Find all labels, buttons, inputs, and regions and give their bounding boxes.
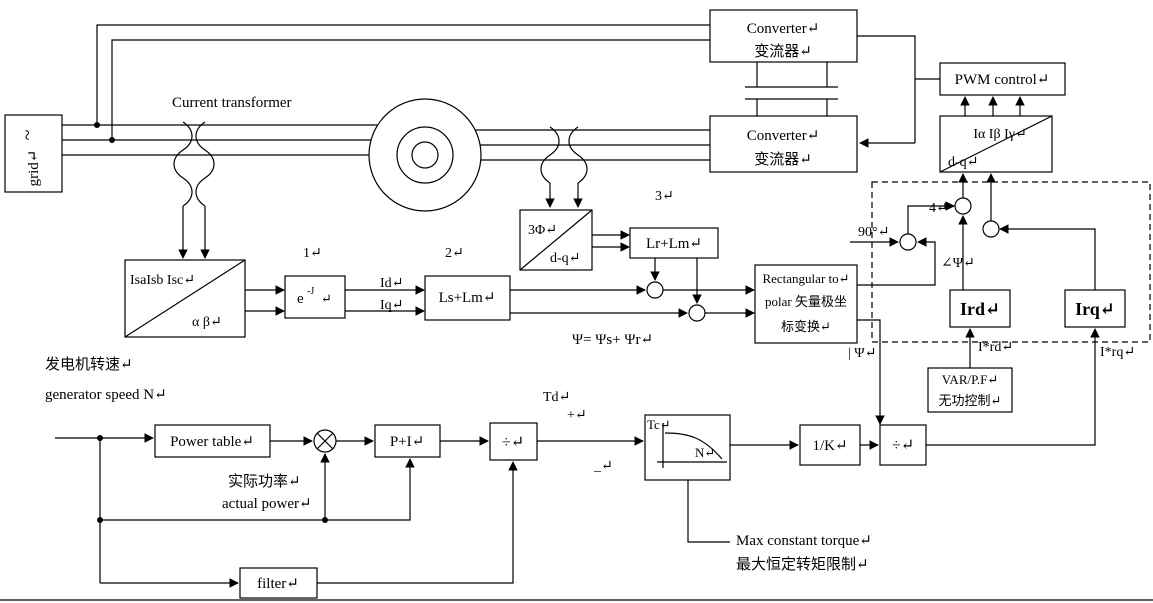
converter-top-label-en: Converter↵: [747, 21, 820, 37]
irq-label: Irq↵: [1075, 299, 1115, 319]
isa-abc-top-label: IsaIsb Isc↵: [130, 273, 195, 288]
max-torque-label-en: Max constant torque↵: [736, 533, 872, 549]
psi-equation-label: Ψ= Ψs+ Ψr↵: [572, 332, 653, 348]
plain-wires: [0, 24, 1153, 601]
lr-lm-block: [629, 227, 719, 259]
minus-sign-label: _↵: [593, 459, 613, 474]
irq-block: [1064, 289, 1126, 328]
max-torque-label-cn: 最大恒定转矩限制↵: [736, 556, 869, 573]
three-phase-bottom-label: d-q↵: [550, 251, 580, 266]
grid-tilde-symbol: ~: [17, 129, 39, 140]
inv-k-label: 1/K↵: [812, 438, 847, 454]
ls-lm-label: Ls+Lm↵: [439, 290, 496, 306]
filter-label: filter↵: [257, 576, 299, 592]
tc-axis-label: Tc↵: [647, 417, 671, 432]
ird-block: [949, 289, 1011, 328]
abs-psi-label: | Ψ↵: [848, 346, 876, 361]
inv-k-block: [799, 424, 861, 466]
rect-polar-line3: 标变换↵: [781, 319, 831, 334]
generator-symbol: [368, 98, 482, 212]
iq-signal-label: Iq↵: [380, 298, 403, 313]
marker-4: 4↵: [929, 201, 948, 216]
td-signal-label: Td↵: [543, 390, 570, 405]
angle-psi-label: ∠Ψ↵: [941, 256, 975, 271]
ird-label: Ird↵: [960, 299, 1000, 319]
e-minus-j-exponent: -J: [307, 286, 314, 297]
marker-2: 2↵: [445, 246, 464, 261]
marker-1: 1↵: [303, 246, 322, 261]
plus-sign-label: +↵: [567, 408, 587, 423]
divide2-block: [879, 424, 927, 466]
iabc-dq-bottom-label: d-q↵: [948, 155, 978, 170]
current-regulator-dashed-region: [871, 181, 1151, 343]
isa-abc-bottom-label: α β↵: [192, 315, 222, 330]
var-pf-label-en: VAR/P.F↵: [942, 372, 999, 387]
actual-power-label-en: actual power↵: [222, 496, 312, 512]
irq-reference-label: I*rq↵: [1100, 345, 1135, 360]
converter-top-block: [709, 9, 858, 63]
e-minus-j-cr: ↵: [321, 291, 332, 306]
id-signal-label: Id↵: [380, 276, 403, 291]
divide1-block: [489, 422, 538, 461]
rect-polar-line1: Rectangular to↵: [762, 271, 849, 286]
rect-to-polar-block: [754, 264, 858, 344]
current-transformer-label: Current transformer: [172, 95, 292, 111]
current-transformer-symbols: [173, 121, 588, 207]
var-pf-label-cn: 无功控制↵: [939, 393, 1002, 408]
grid-label: grid↵: [26, 150, 42, 187]
pwm-control-label: PWM control↵: [955, 72, 1050, 88]
grid-source-block: [4, 114, 63, 193]
marker-3: 3↵: [655, 189, 674, 204]
p-plus-i-block: [374, 424, 441, 458]
block-rectangles: [4, 9, 1151, 599]
junction-dots: [94, 122, 328, 523]
filter-block: [239, 567, 318, 599]
multiply-junction: [313, 429, 337, 453]
block-labels: ~ grid↵ Converter↵ 变流器↵ Converter↵ 变流器↵ …: [17, 21, 1115, 592]
iabc-dq-top-label: Iα Iβ Iγ↵: [973, 127, 1026, 142]
pwm-control-block: [939, 62, 1066, 96]
actual-power-label-cn: 实际功率↵: [228, 473, 301, 490]
sum-junction-angle: [899, 233, 917, 251]
converter-bottom-block: [709, 115, 858, 173]
block-diagonal-dividers: [124, 115, 1053, 338]
divide1-label: ÷↵: [502, 434, 524, 451]
tc-curve-block: [644, 414, 731, 481]
three-phase-top-label: 3Φ↵: [528, 223, 557, 238]
tc-saturation-curve: [664, 432, 723, 460]
lr-lm-label: Lr+Lm↵: [646, 236, 702, 252]
generator-speed-label-cn: 发电机转速↵: [45, 356, 133, 373]
ird-reference-label: I*rd↵: [978, 340, 1013, 355]
arrow-wires: [55, 96, 1100, 588]
tc-curve-axes: [657, 423, 727, 468]
converter-bottom-label-cn: 变流器↵: [754, 151, 812, 168]
sum-junction-d-axis: [954, 197, 972, 215]
n-axis-label: N↵: [695, 445, 715, 460]
generator-speed-label-en: generator speed N↵: [45, 387, 167, 403]
ninety-degree-label: 90°↵: [858, 225, 889, 240]
p-plus-i-label: P+I↵: [390, 434, 424, 450]
converter-bottom-label-en: Converter↵: [747, 128, 820, 144]
converter-top-label-cn: 变流器↵: [754, 43, 812, 60]
ls-lm-block: [424, 275, 511, 321]
floating-labels: Current transformer 1↵ 2↵ 3↵ 4↵ Id↵ Iq↵ …: [45, 95, 1135, 573]
sum-junction-q-axis: [982, 220, 1000, 238]
summing-junctions: [313, 197, 1000, 453]
sum-junction-psi-d: [646, 281, 664, 299]
e-minus-j-base: e: [297, 291, 304, 307]
divide2-label: ÷↵: [892, 437, 914, 454]
power-table-label: Power table↵: [170, 434, 254, 450]
e-minus-j-block: [284, 275, 346, 319]
rect-polar-line2: polar 矢量极坐: [765, 294, 847, 309]
sum-junction-psi-q: [688, 304, 706, 322]
